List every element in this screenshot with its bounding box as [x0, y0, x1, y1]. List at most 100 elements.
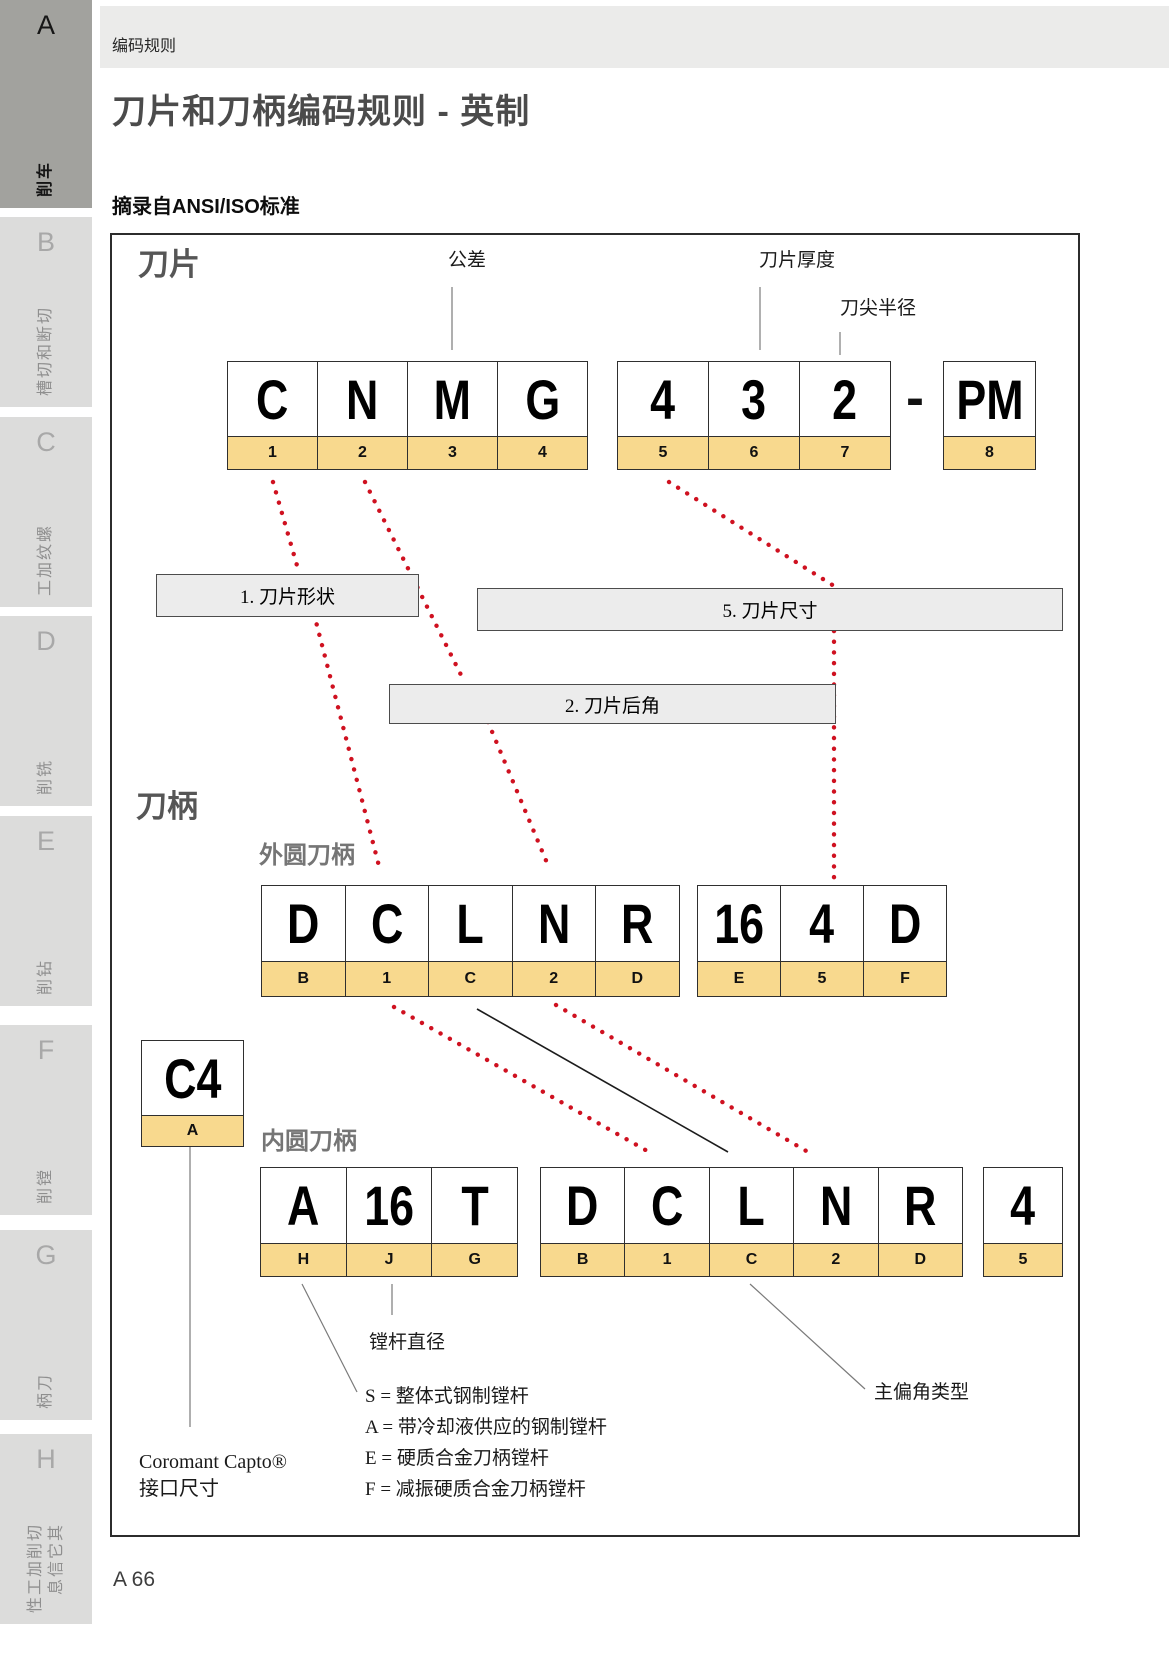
nose-radius-label: 刀尖半径 [839, 298, 916, 319]
tab-label: 铣削 [0, 760, 92, 796]
code-cell: PM 8 [944, 362, 1035, 469]
code-position-index: 1 [228, 436, 317, 469]
bar-type-item: E = 硬质合金刀柄镗杆 [365, 1448, 549, 1469]
code-position-index: 1 [345, 961, 428, 996]
tab-letter: E [36, 826, 55, 856]
code-letter: 4 [809, 892, 835, 955]
tab-label-column: 刀柄 [37, 1375, 54, 1410]
breadcrumb: 编码规则 [112, 38, 177, 55]
thickness-label: 刀片厚度 [758, 250, 835, 271]
tab-label-column: 车削 [37, 163, 54, 198]
code-position-index: 6 [709, 436, 799, 469]
tab-letter: C [36, 427, 56, 457]
tab-letter: D [36, 626, 56, 656]
code-letter: N [819, 1174, 853, 1237]
code-position-index: 8 [944, 436, 1035, 469]
code-position-index: J [346, 1243, 432, 1276]
code-letter: D [566, 1174, 599, 1237]
code-position-index: C [709, 1243, 794, 1276]
code-position-index: D [878, 1243, 962, 1276]
code-position-index: 5 [984, 1243, 1062, 1276]
tab-label-column: 镗削 [37, 1170, 54, 1205]
tab-label-column: 钻削 [37, 961, 54, 996]
code-position-index: B [262, 961, 345, 996]
tab-letter: H [36, 1444, 56, 1474]
code-letter: 4 [650, 367, 676, 431]
tab-label: 车削 [0, 162, 92, 198]
code-position-index: 2 [794, 1243, 878, 1276]
code-position-index: 5 [781, 961, 863, 996]
code-letter: 16 [714, 892, 764, 955]
internal-holder-label: 内圆刀柄 [261, 1128, 357, 1155]
code-position-index: A [142, 1115, 243, 1146]
code-position-index: 2 [512, 961, 595, 996]
tab-label: 钻削 [0, 960, 92, 996]
code-position-index: 4 [498, 436, 587, 469]
entering-angle-label: 主偏角类型 [874, 1382, 970, 1403]
tab-label: 螺纹加工 [0, 525, 92, 597]
code-letter: R [621, 892, 654, 955]
callout-insert-shape: 1. 刀片形状 [156, 574, 419, 617]
external-holder-label: 外圆刀柄 [259, 842, 355, 869]
capto-note-line1: Coromant Capto® [139, 1451, 287, 1473]
tab-letter: A [36, 10, 55, 40]
code-letter: C [650, 1174, 684, 1237]
capto-note-line2: 接口尺寸 [139, 1478, 219, 1500]
code-position-index: B [541, 1243, 625, 1276]
page-title: 刀片和刀柄编码规则 - 英制 [112, 93, 531, 131]
sidebar-tab-H: H 切削加工性其它信息 [0, 1434, 92, 1624]
bar-type-item: A = 带冷却液供应的钢制镗杆 [365, 1417, 607, 1438]
capto-coupling-note: Coromant Capto® 接口尺寸 [139, 1449, 287, 1503]
tab-label-column: 切削加工性 [26, 1525, 44, 1614]
code-letter: 16 [364, 1174, 414, 1237]
bar-type-item: S = 整体式钢制镗杆 [365, 1386, 529, 1407]
bar-type-item: F = 减振硬质合金刀柄镗杆 [365, 1479, 586, 1500]
sidebar-tab-E: E 钻削 [0, 816, 92, 1006]
bar-type-list: S = 整体式钢制镗杆 A = 带冷却液供应的钢制镗杆 E = 硬质合金刀柄镗杆… [365, 1381, 607, 1505]
code-letter: PM [955, 367, 1024, 431]
callout-insert-size: 5. 刀片尺寸 [477, 588, 1063, 631]
code-position-index: H [261, 1243, 346, 1276]
tab-letter: G [35, 1240, 57, 1270]
tab-letter: F [37, 1035, 55, 1065]
page-number: A 66 [113, 1568, 156, 1591]
tolerance-label: 公差 [447, 250, 486, 271]
code-letter: T [461, 1174, 489, 1237]
code-letter: D [888, 892, 922, 955]
code-letter: C [256, 367, 289, 431]
tab-label: 镗削 [0, 1169, 92, 1205]
sidebar-tab-C: C 螺纹加工 [0, 417, 92, 607]
tab-label: 切断和切槽 [0, 307, 92, 397]
code-position-index: G [432, 1243, 518, 1276]
code-position-index: C [429, 961, 512, 996]
code-position-index: E [698, 961, 780, 996]
insert-geometry-code-group: PM 8 [943, 361, 1036, 470]
code-letter: A [287, 1174, 320, 1237]
code-letter: G [525, 367, 560, 431]
tab-label-column: 其它信息 [47, 1525, 65, 1596]
